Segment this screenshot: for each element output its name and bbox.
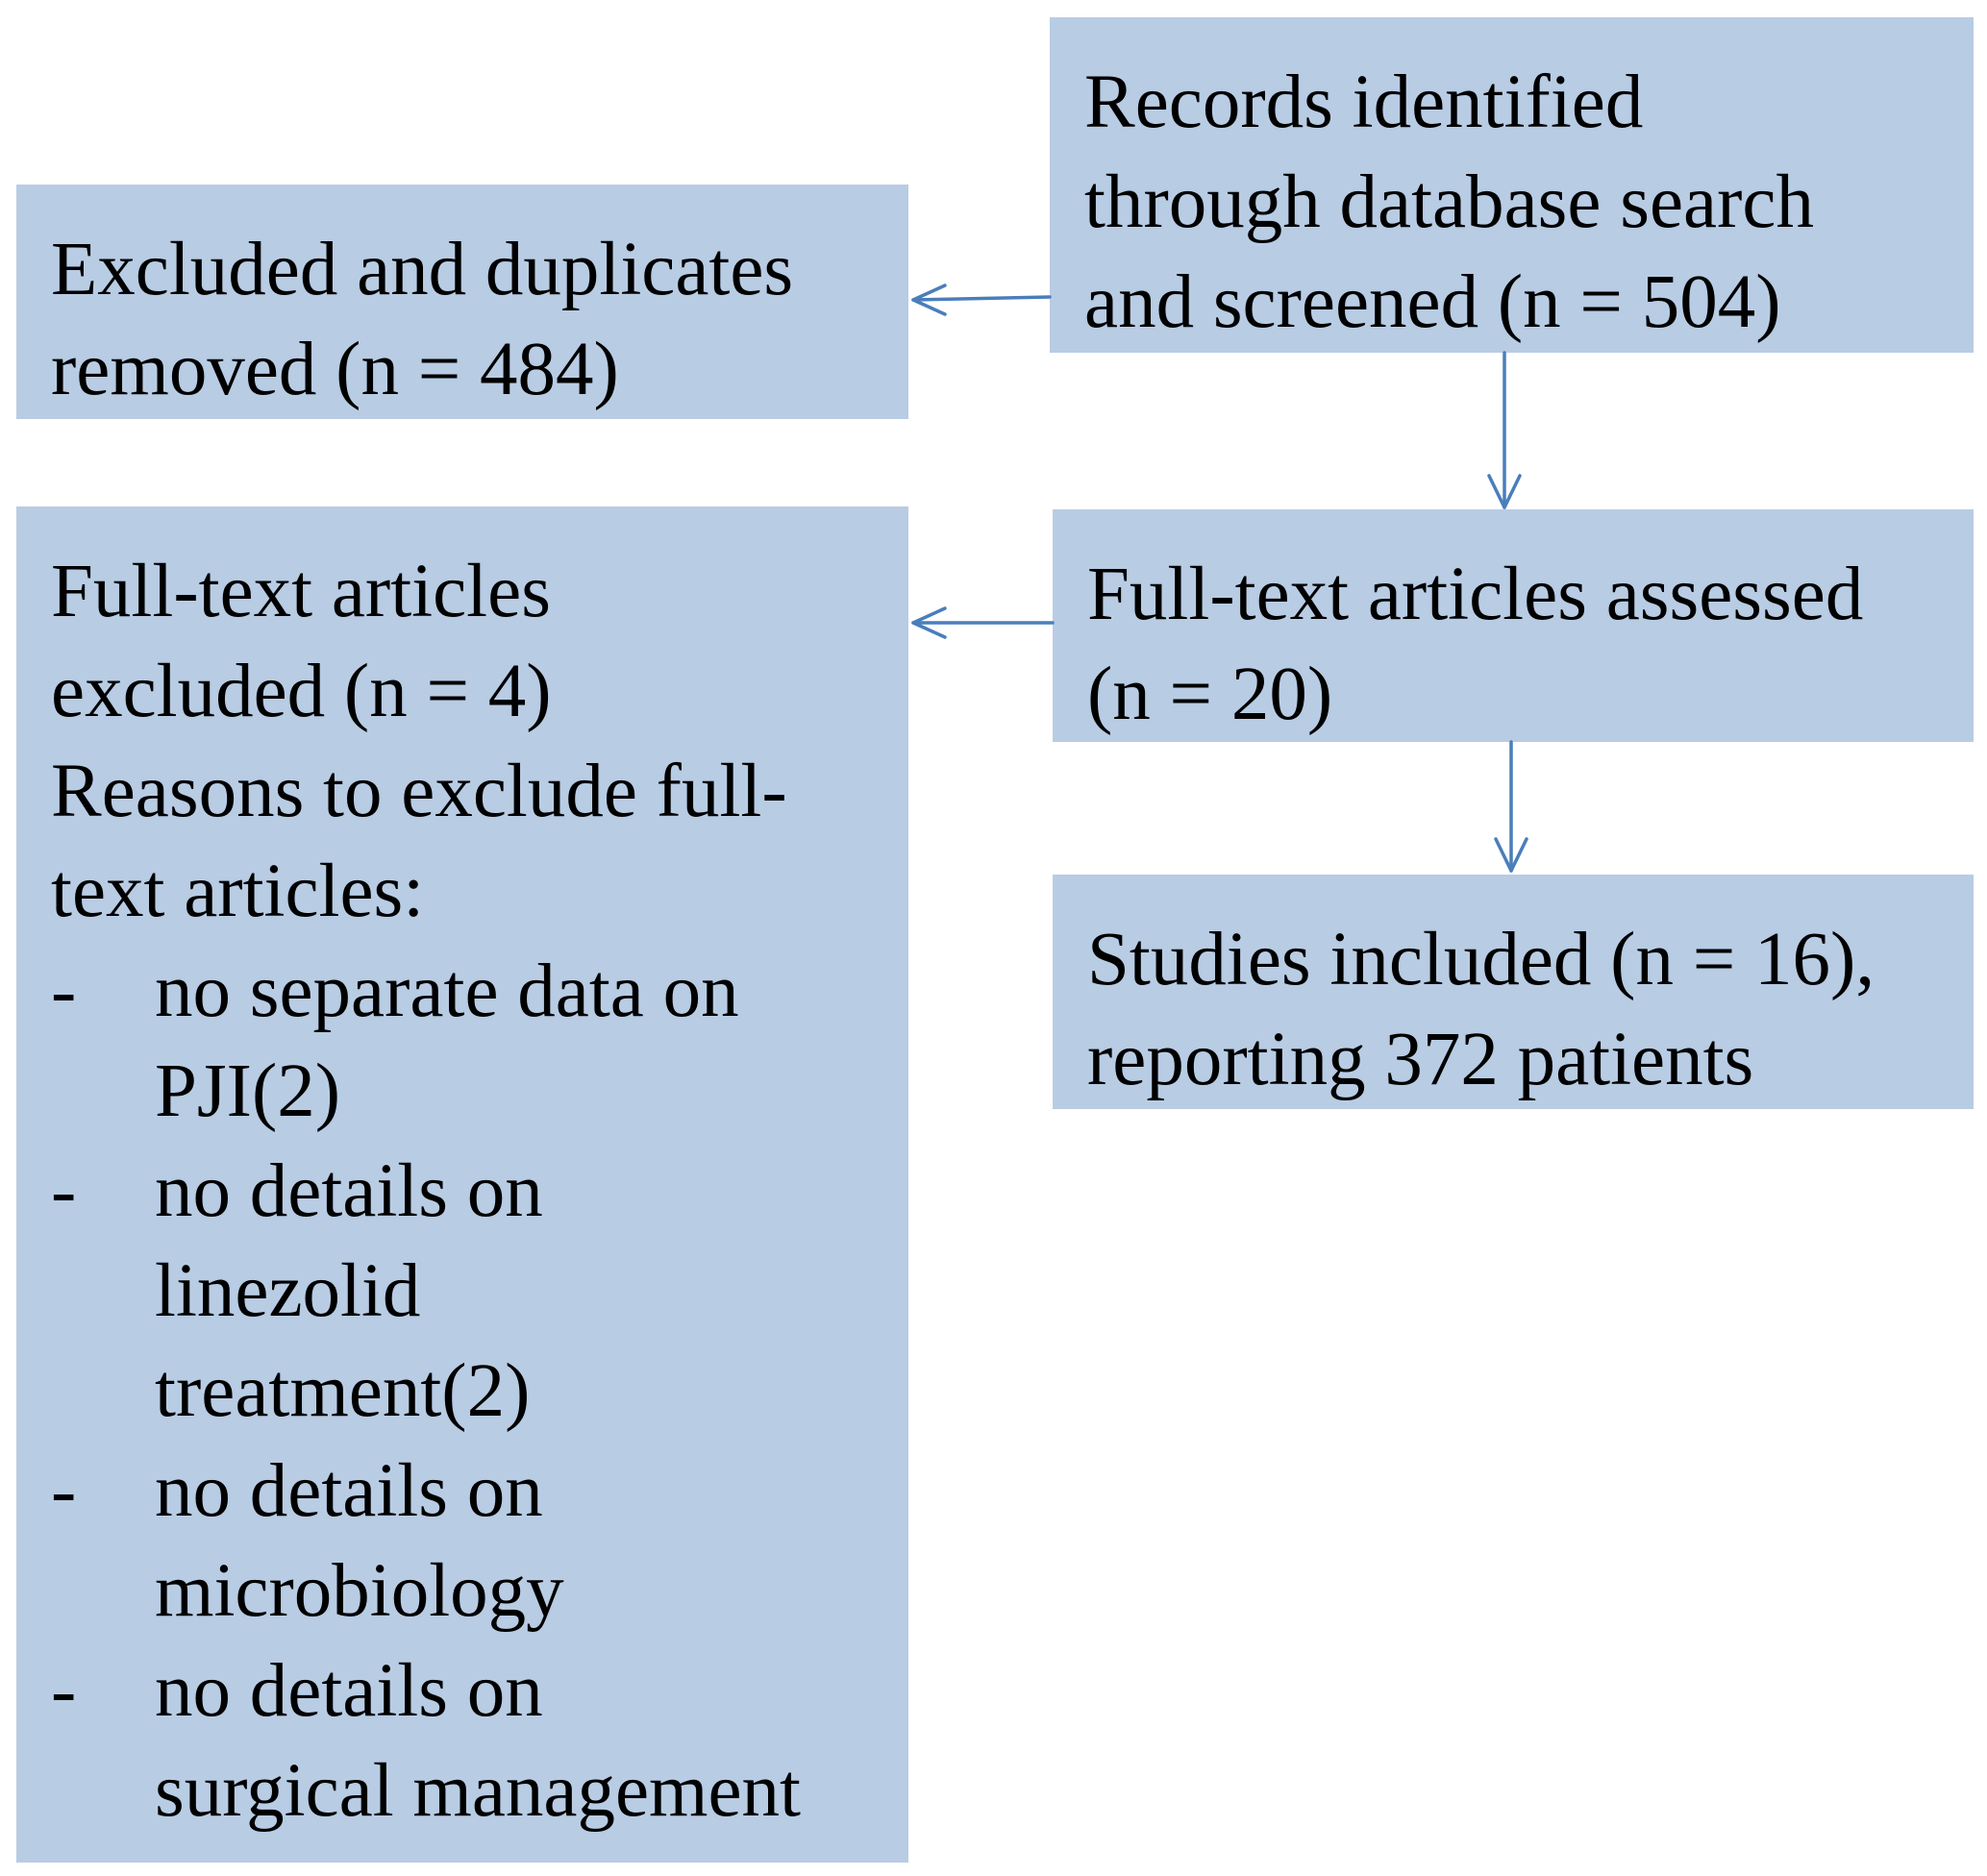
reason-item: - no separate data on PJI(2) bbox=[51, 942, 908, 1142]
excluded-line-1: Excluded and duplicates bbox=[51, 228, 794, 311]
fulltext-assessed-box: Full-text articles assessed (n = 20) bbox=[1053, 509, 1974, 742]
fulltext-excluded-line-2: excluded (n = 4) bbox=[51, 650, 552, 733]
studies-included-box: Studies included (n = 16), reporting 372… bbox=[1053, 875, 1974, 1109]
reason-line: no details on bbox=[155, 1149, 543, 1233]
arrow-to-assessed bbox=[1487, 351, 1522, 509]
bullet-dash: - bbox=[51, 950, 77, 1033]
bullet-dash: - bbox=[51, 1649, 77, 1733]
reason-item: - no details on linezolid treatment(2) bbox=[51, 1142, 908, 1442]
fulltext-excluded-box: Full-text articles excluded (n = 4) Reas… bbox=[16, 506, 908, 1863]
arrow-to-fulltext-excluded bbox=[911, 606, 1055, 639]
arrow-to-included bbox=[1494, 740, 1528, 873]
assessed-line-2: (n = 20) bbox=[1087, 653, 1333, 736]
reason-item: - no details on surgical management bbox=[51, 1642, 908, 1841]
records-identified-box: Records identified through database sear… bbox=[1050, 17, 1974, 353]
excluded-duplicates-box: Excluded and duplicates removed (n = 484… bbox=[16, 185, 908, 419]
excluded-line-2: removed (n = 484) bbox=[51, 328, 619, 411]
reasons-heading-line-1: Reasons to exclude full- bbox=[51, 750, 787, 833]
bullet-dash: - bbox=[51, 1449, 77, 1533]
reason-line: no details on bbox=[155, 1449, 543, 1533]
records-line-2: through database search bbox=[1084, 160, 1814, 244]
reasons-heading-line-2: text articles: bbox=[51, 850, 425, 933]
arrow-to-excluded bbox=[911, 284, 1052, 316]
bullet-dash: - bbox=[51, 1149, 77, 1233]
included-line-1: Studies included (n = 16), bbox=[1087, 918, 1875, 1001]
reason-line: no details on bbox=[155, 1649, 543, 1733]
reason-line: microbiology bbox=[155, 1549, 564, 1633]
reason-line: no separate data on bbox=[155, 950, 739, 1033]
records-line-1: Records identified bbox=[1084, 61, 1644, 144]
reason-item: - no details on microbiology bbox=[51, 1442, 908, 1642]
reason-line: treatment(2) bbox=[155, 1349, 531, 1433]
reason-line: surgical management bbox=[155, 1749, 802, 1833]
reason-line: PJI(2) bbox=[155, 1049, 341, 1133]
fulltext-excluded-line-1: Full-text articles bbox=[51, 550, 551, 633]
assessed-line-1: Full-text articles assessed bbox=[1087, 553, 1864, 636]
included-line-2: reporting 372 patients bbox=[1087, 1018, 1754, 1101]
records-line-3: and screened (n = 504) bbox=[1084, 260, 1781, 344]
reason-line: linezolid bbox=[155, 1249, 421, 1333]
